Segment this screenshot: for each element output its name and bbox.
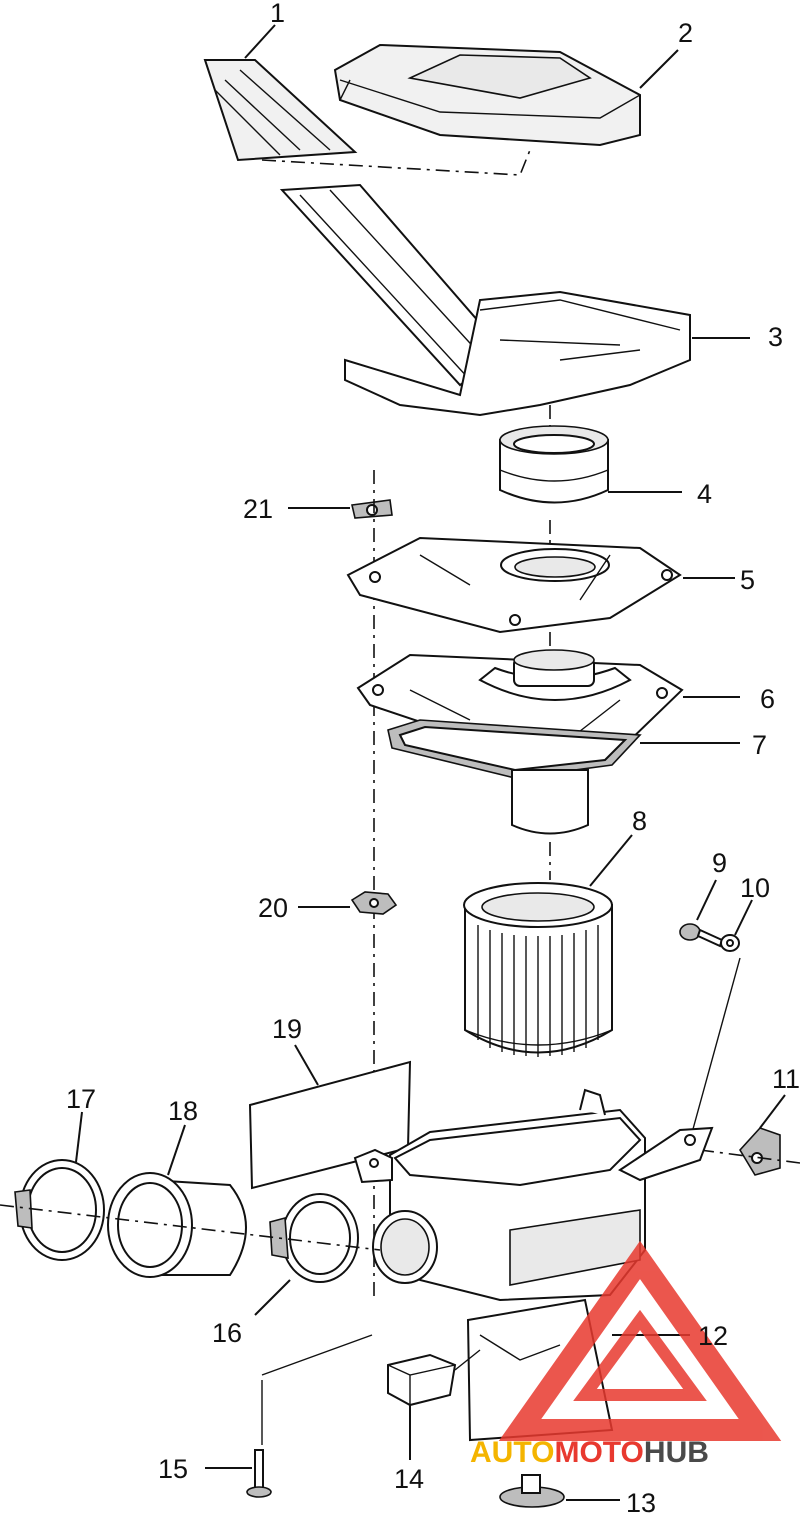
callout-16: 16 bbox=[212, 1318, 242, 1348]
callout-15: 15 bbox=[158, 1454, 188, 1484]
callout-13: 13 bbox=[626, 1488, 656, 1516]
part-7-gasket bbox=[387, 719, 642, 779]
callout-10: 10 bbox=[740, 873, 770, 903]
callout-12: 12 bbox=[698, 1321, 728, 1351]
watermark-part-hub: HUB bbox=[644, 1436, 709, 1469]
part-2-foam-gasket bbox=[333, 43, 641, 147]
callout-18: 18 bbox=[168, 1096, 198, 1126]
part-3-intake-cover bbox=[279, 183, 691, 417]
part-15-bolt bbox=[246, 1449, 272, 1498]
callout-8: 8 bbox=[632, 806, 647, 836]
part-4-rubber-sleeve bbox=[499, 425, 609, 504]
callout-3: 3 bbox=[768, 322, 783, 352]
part-14-foam-block bbox=[387, 1353, 457, 1407]
watermark-part-moto: MOTO bbox=[554, 1436, 643, 1469]
callout-14: 14 bbox=[394, 1464, 424, 1494]
callout-20: 20 bbox=[258, 893, 288, 923]
part-10-washer bbox=[720, 934, 740, 952]
part-13-drain-plug bbox=[499, 1474, 565, 1508]
callout-5: 5 bbox=[740, 565, 755, 595]
callout-19: 19 bbox=[272, 1014, 302, 1044]
callout-4: 4 bbox=[697, 479, 712, 509]
callout-11: 11 bbox=[772, 1064, 800, 1094]
callout-9: 9 bbox=[712, 848, 727, 878]
part-20-nut bbox=[350, 891, 398, 915]
callout-21: 21 bbox=[243, 494, 273, 524]
callout-2: 2 bbox=[678, 18, 693, 48]
watermark-logo bbox=[498, 1240, 782, 1441]
part-11-clip-nut bbox=[739, 1127, 781, 1176]
callout-1: 1 bbox=[270, 0, 285, 28]
part-1-foam-pad bbox=[203, 59, 358, 162]
part-16-clamp bbox=[269, 1193, 359, 1283]
callout-6: 6 bbox=[760, 684, 775, 714]
watermark-text: AUTOMOTOHUB bbox=[470, 1436, 709, 1469]
callout-labels: 1 2 3 4 5 6 7 8 9 10 11 12 13 14 15 16 1… bbox=[66, 0, 800, 1516]
part-18-boot bbox=[107, 1172, 247, 1278]
watermark-part-auto: AUTO bbox=[470, 1436, 554, 1469]
callout-7: 7 bbox=[752, 730, 767, 760]
housing-outlet-tube bbox=[511, 769, 589, 835]
part-5-top-plate bbox=[346, 536, 682, 634]
part-8-filter-element bbox=[463, 882, 613, 1057]
callout-17: 17 bbox=[66, 1084, 96, 1114]
part-17-clamp-ring bbox=[14, 1159, 105, 1261]
part-21-clip bbox=[351, 499, 393, 519]
part-9-screw bbox=[679, 923, 724, 948]
